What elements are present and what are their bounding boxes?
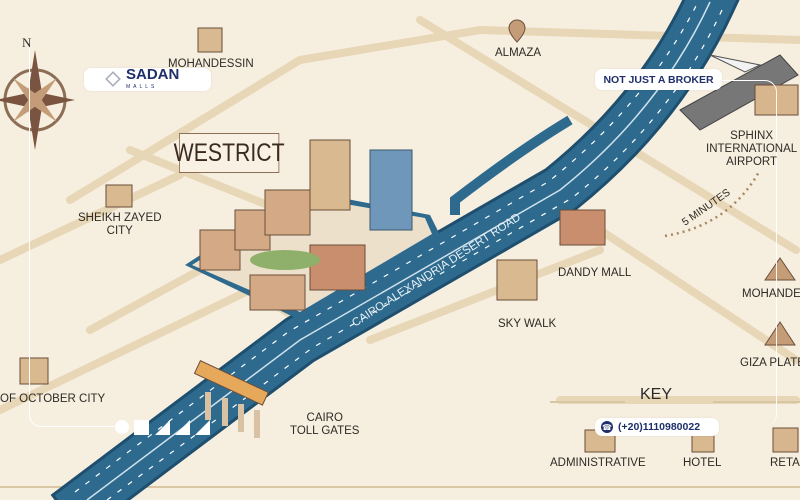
label-sheikh-zayed: SHEIKH ZAYED CITY — [78, 212, 162, 237]
brand-name: SADAN — [126, 65, 180, 83]
slogan-text: NOT JUST A BROKER — [603, 73, 714, 86]
retail-key-icon — [772, 427, 799, 453]
label-giza: GIZA PLATE — [740, 357, 800, 369]
overlay-frame-left — [29, 48, 115, 427]
label-toll-gates: CAIRO TOLL GATES — [290, 412, 360, 437]
sky-walk-icon — [496, 259, 538, 301]
label-airport: SPHINX INTERNATIONAL AIRPORT — [706, 130, 798, 168]
dandy-mall-icon — [559, 209, 606, 246]
giza-pyramid-icon — [764, 321, 796, 346]
label-mohandessin-right: MOHANDE — [742, 288, 800, 300]
phone-icon: ☎ — [601, 421, 613, 433]
sadan-logo[interactable]: SADAN MALLS — [84, 65, 211, 91]
compass-north-label: N — [22, 35, 32, 50]
almaza-pin-icon — [508, 19, 526, 43]
overlay-frame-right — [700, 80, 777, 426]
label-sky-walk: SKY WALK — [498, 318, 557, 330]
toll-gates-icon — [193, 360, 270, 438]
sadan-logo-icon — [105, 71, 121, 87]
westrict-buildings — [199, 139, 413, 311]
label-dandy-mall: DANDY MALL — [558, 267, 632, 279]
phone-badge[interactable]: ☎ (+20)1110980022 — [595, 418, 719, 436]
pyramid-icon — [764, 257, 796, 281]
cairo-alexandria-desert-road — [50, 0, 740, 500]
mohandessin-icon — [197, 27, 223, 53]
sheikh-zayed-icon — [105, 184, 133, 208]
project-title: WESTRICT — [174, 133, 285, 173]
key-item-retail: RETA — [770, 457, 800, 469]
key-title: KEY — [640, 386, 673, 403]
label-almaza: ALMAZA — [495, 47, 542, 59]
overlay-shapes — [115, 420, 210, 435]
key-item-hotel: HOTEL — [683, 457, 722, 469]
compass-rose-icon — [0, 50, 75, 150]
label-mohandessin: MOHANDESSIN — [168, 58, 254, 70]
phone-number: (+20)1110980022 — [618, 421, 701, 433]
route-dotted-line — [664, 169, 762, 238]
key-item-administrative: ADMINISTRATIVE — [550, 457, 646, 469]
slogan-badge: NOT JUST A BROKER — [595, 69, 722, 90]
label-october-city: OF OCTOBER CITY — [0, 393, 106, 405]
october-city-icon — [19, 357, 49, 385]
brand-sub: MALLS — [126, 83, 158, 90]
